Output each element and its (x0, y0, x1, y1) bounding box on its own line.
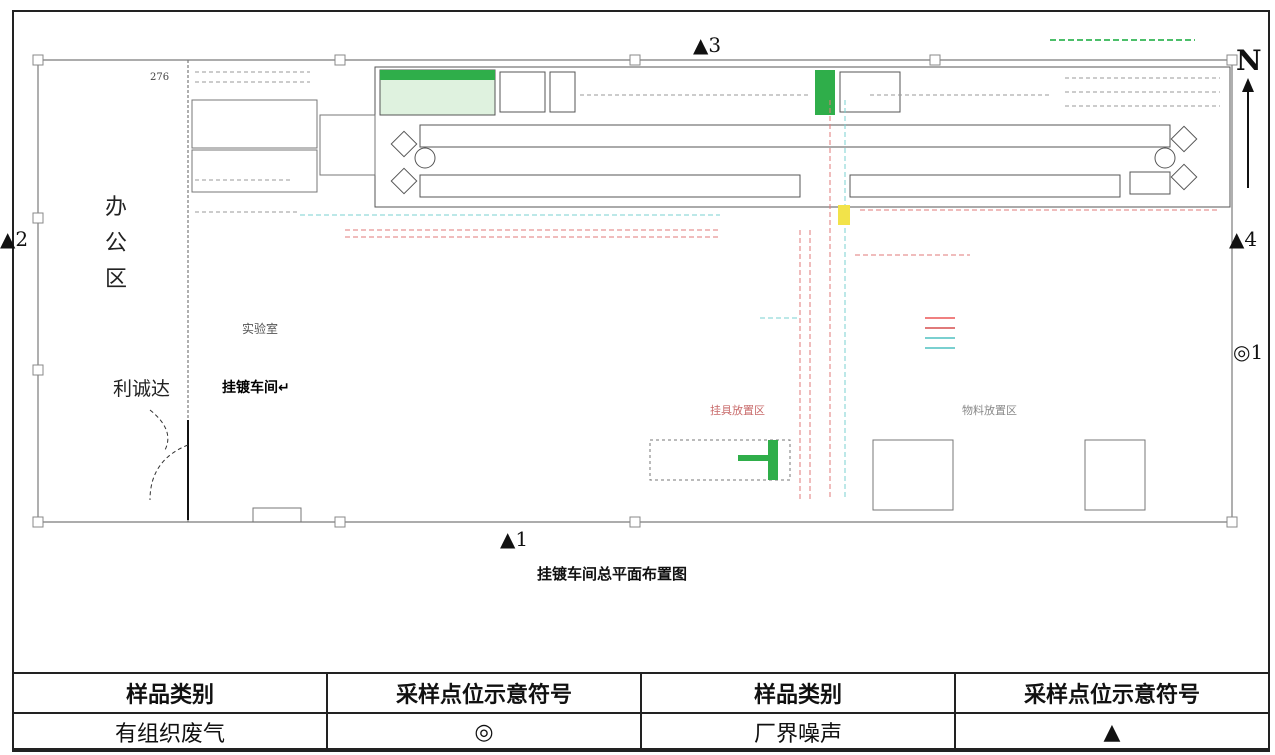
neighbor-label: 利诚达 (113, 378, 171, 400)
door-arc-2 (149, 444, 189, 501)
lower-zone (252, 439, 1146, 523)
workshop-label: 挂镀车间↵ (222, 380, 290, 396)
green-equipment (738, 440, 778, 480)
legend-category-exhaust: 有组织废气 (12, 712, 328, 752)
legend-header-category-2: 样品类别 (640, 672, 956, 714)
noise-marker-2: ▲2 (0, 227, 29, 251)
lab-label: 实验室 (242, 322, 279, 336)
door-arc (149, 409, 169, 451)
building-outline (37, 59, 1233, 523)
exhaust-marker-1: ◎1 (1233, 340, 1264, 364)
dimension-label: 276 (150, 72, 170, 83)
rack-zone-label: 挂具放置区 (710, 404, 765, 417)
legend-header-row: 样品类别 采样点位示意符号 样品类别 采样点位示意符号 (12, 672, 1270, 714)
legend-symbol-noise: ▲ (954, 712, 1270, 752)
legend-row: 有组织废气 ◎ 厂界噪声 ▲ (12, 712, 1270, 752)
columns (32, 54, 1238, 528)
office-area-label: 办 公 区 (104, 190, 128, 298)
office-char-3: 区 (104, 267, 127, 292)
noise-marker-1: ▲1 (500, 527, 529, 551)
ducts (300, 100, 1220, 500)
left-rooms (191, 99, 376, 193)
office-char-1: 办 (104, 195, 127, 220)
plating-line (374, 66, 1231, 208)
noise-marker-3: ▲3 (693, 33, 722, 57)
figure-title: 挂镀车间总平面布置图 (537, 565, 688, 583)
legend-table: 样品类别 采样点位示意符号 样品类别 采样点位示意符号 有组织废气 ◎ 厂界噪声… (12, 672, 1270, 752)
north-arrow-icon (1242, 78, 1254, 188)
equipment-rows (195, 71, 1220, 213)
north-label: N (1236, 44, 1262, 77)
legend-header-symbol-1: 采样点位示意符号 (326, 672, 642, 714)
legend-symbol-exhaust: ◎ (326, 712, 642, 752)
noise-marker-4: ▲4 (1229, 227, 1258, 251)
sensor-marks (925, 317, 955, 349)
legend-header-symbol-2: 采样点位示意符号 (954, 672, 1270, 714)
office-char-2: 公 (104, 231, 127, 256)
material-zone-label: 物料放置区 (962, 404, 1017, 417)
floor-plan (32, 39, 1254, 528)
yellow-marker (838, 205, 850, 225)
legend-header-category-1: 样品类别 (12, 672, 328, 714)
legend-category-noise: 厂界噪声 (640, 712, 956, 752)
